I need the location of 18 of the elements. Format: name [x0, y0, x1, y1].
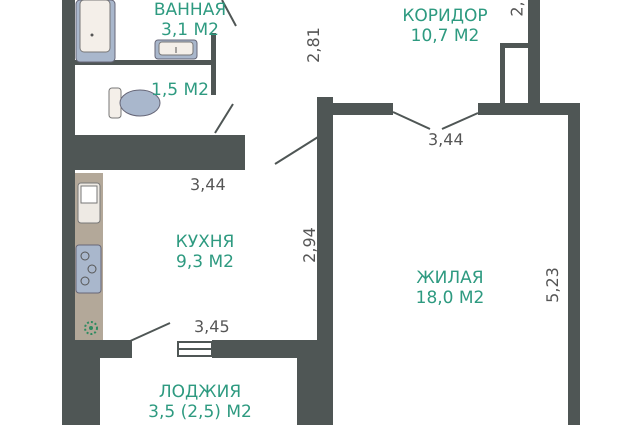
room-area: 18,0 М2 [390, 288, 510, 308]
dimension-label: 3,44 [190, 176, 226, 194]
dimension-label: 2,81 [304, 27, 323, 63]
room-area: 1,5 М2 [150, 80, 210, 100]
room-area: 10,7 М2 [380, 26, 510, 46]
dimension-label: 2,94 [300, 227, 319, 263]
dimension-label: 5,23 [544, 267, 562, 303]
room-area: 3,5 (2,5) М2 [120, 402, 280, 422]
room-name: КОРИДОР [401, 6, 489, 26]
room-area: 3,1 М2 [130, 20, 250, 40]
room-name: ЛОДЖИЯ [158, 382, 242, 402]
dimension-label: 2, [508, 1, 527, 17]
room-name: ВАННАЯ [152, 0, 228, 20]
dimension-label: 3,44 [428, 131, 464, 149]
dimension-label: 3,45 [194, 318, 230, 336]
room-name: КУХНЯ [174, 232, 236, 252]
room-name: ЖИЛАЯ [415, 268, 485, 288]
room-area: 9,3 М2 [150, 252, 260, 272]
